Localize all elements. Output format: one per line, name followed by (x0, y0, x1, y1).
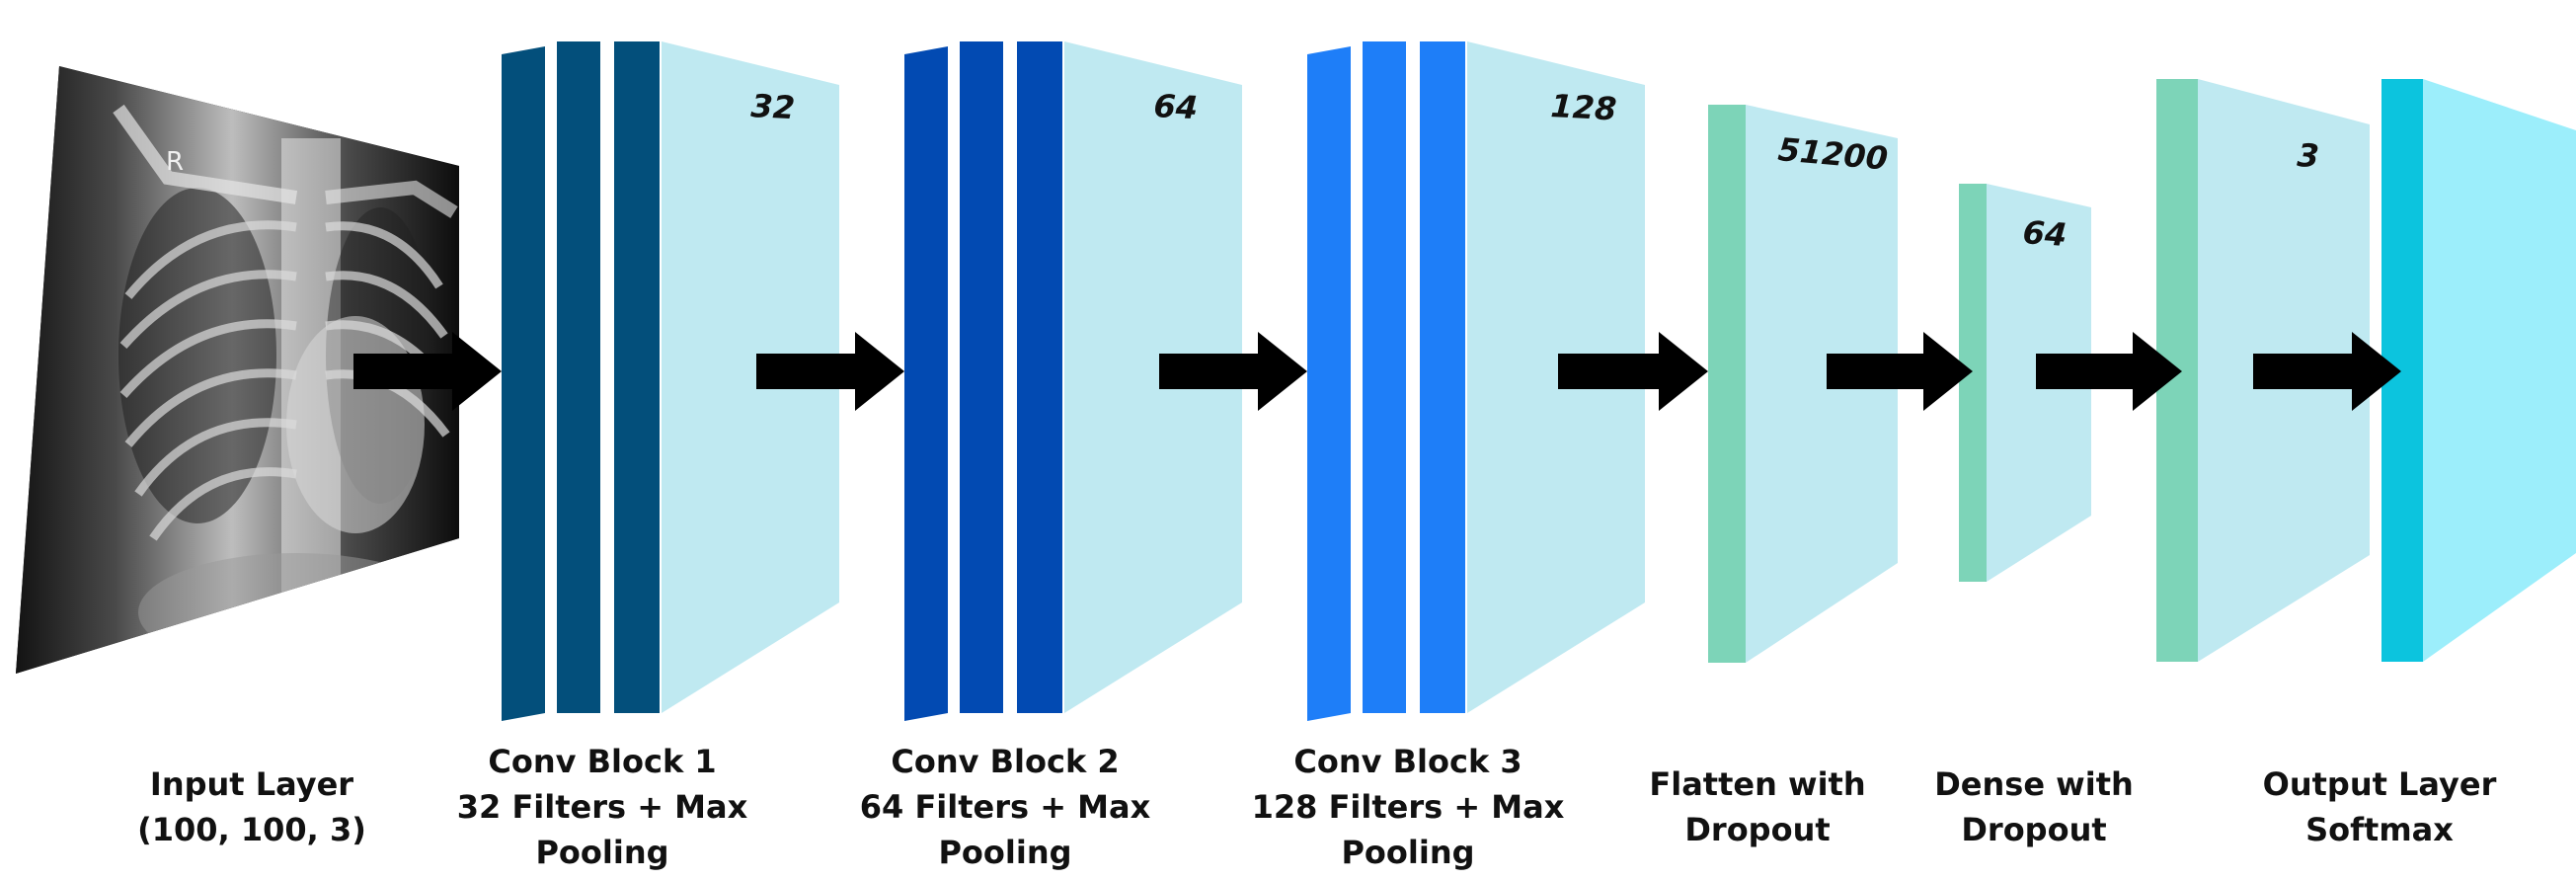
layer-block-4: 51200 (1708, 105, 1898, 663)
filter-slab-1 (904, 46, 948, 721)
filter-slab-2 (557, 41, 600, 713)
filter-slab-2 (1363, 41, 1406, 713)
layer-face (1064, 41, 1242, 713)
xray-side-marker: R (166, 147, 184, 177)
layer-block-3: 128 (1307, 41, 1645, 721)
filter-slab-3 (1017, 41, 1062, 713)
layer-block-1: 32 (502, 41, 839, 721)
filter-slab-3 (1420, 41, 1465, 713)
filter-slab-3 (614, 41, 660, 713)
layer-face (1467, 41, 1645, 713)
arrow-3 (1159, 332, 1307, 411)
filter-slab-1 (2381, 79, 2423, 662)
layer-face (1746, 105, 1898, 663)
arrow-6 (2036, 332, 2182, 411)
layer-dimension-label: 32 (750, 87, 796, 126)
filter-slab-1 (502, 46, 545, 721)
layer-block-7 (2381, 79, 2576, 662)
layer-dimension-label: 64 (2021, 213, 2068, 254)
layer-block-2: 64 (904, 41, 1242, 721)
arrow-4 (1558, 332, 1708, 411)
arrow-1 (353, 332, 502, 411)
arrow-7 (2253, 332, 2401, 411)
layer-dimension-label: 64 (1153, 87, 1199, 126)
layer-face (662, 41, 839, 713)
layer-dimension-label: 3 (2297, 136, 2320, 175)
arrow-2 (756, 332, 904, 411)
layer-blocks: 32 64 128 51200 64 3 (502, 41, 2576, 721)
filter-slab-1 (1708, 105, 1746, 663)
filter-slab-2 (960, 41, 1003, 713)
filter-slab-1 (1959, 184, 1987, 582)
caption-input-layer: Input Layer(100, 100, 3) (137, 765, 366, 848)
arrow-5 (1827, 332, 1973, 411)
layer-face (2423, 79, 2576, 662)
filter-slab-1 (1307, 46, 1351, 721)
layer-dimension-label: 128 (1550, 87, 1618, 127)
flow-arrows (353, 332, 2401, 411)
